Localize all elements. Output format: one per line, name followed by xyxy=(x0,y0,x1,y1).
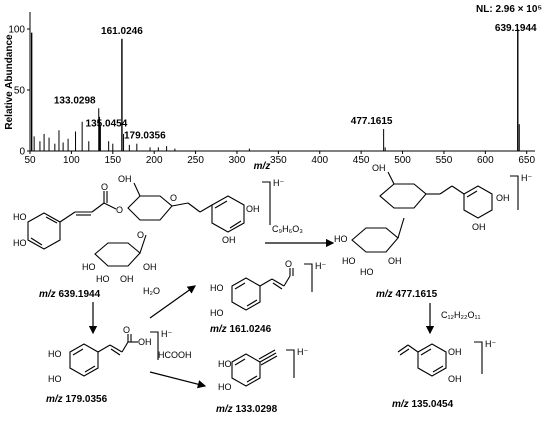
peak-label: 179.0356 xyxy=(124,131,166,142)
loss-h2o: H₂O xyxy=(143,286,160,296)
structure-477: OH OH OH HO HO HO OH H⁻ xyxy=(334,163,532,277)
atom-ho: HO xyxy=(13,238,27,248)
mz-label-639: m/z 639.1944 xyxy=(39,289,101,300)
atom-oh: OH xyxy=(246,204,260,214)
loss-hcooh: HCOOH xyxy=(158,350,192,360)
atom-ho: HO xyxy=(210,308,224,318)
structure-135: OH OH H⁻ xyxy=(397,339,496,384)
atom-oh: OH xyxy=(120,274,134,284)
atom-ho: HO xyxy=(342,256,356,266)
x-tick-label: 600 xyxy=(477,155,494,166)
peak-labels: 161.0246 133.0298 135.0454 179.0356 477.1615… xyxy=(54,23,537,142)
structure-179: O OH HO HO H⁻ xyxy=(48,325,172,384)
peak-label: 161.0246 xyxy=(101,26,143,37)
peak-label: 133.0298 xyxy=(54,95,96,106)
x-tick-label: 650 xyxy=(518,155,535,166)
ion-mark: H⁻ xyxy=(485,339,496,349)
x-tick-label: 400 xyxy=(311,155,328,166)
y-tick-label: 100 xyxy=(8,25,25,36)
x-axis-ticks: 50 100 150 200 250 300 350 400 450 500 550 600 650 xyxy=(24,151,536,166)
atom-ho: HO xyxy=(48,374,62,384)
atom-ho: HO xyxy=(218,382,232,392)
mz-label-133: m/z 133.0298 xyxy=(216,404,278,415)
atom-oh: OH xyxy=(388,256,402,266)
atom-oh: OH xyxy=(138,337,152,347)
x-axis-label: m/z xyxy=(254,161,271,172)
mz-label-179: m/z 179.0356 xyxy=(46,394,108,405)
ion-mark: H⁻ xyxy=(297,347,308,357)
atom-oh: OH xyxy=(448,374,462,384)
atom-oh: OH xyxy=(118,174,132,184)
loss-c12h22o11: C₁₂H₂₂O₁₁ xyxy=(441,310,481,320)
atom-oh: OH xyxy=(222,235,236,245)
atom-oh: OH xyxy=(143,262,157,272)
structure-161: O HO HO H⁻ xyxy=(210,259,326,318)
atom-ho: HO xyxy=(96,274,110,284)
nl-label: NL: 2.96 × 10⁵ xyxy=(476,4,542,15)
x-tick-label: 250 xyxy=(187,155,204,166)
structure-133: HO HO H⁻ xyxy=(218,347,308,392)
x-tick-label: 500 xyxy=(394,155,411,166)
x-tick-label: 150 xyxy=(104,155,121,166)
atom-oh: OH xyxy=(372,163,386,173)
loss-c9h6o3: C₉H₆O₃ xyxy=(272,224,303,234)
atom-ho: HO xyxy=(360,267,374,277)
x-tick-label: 350 xyxy=(270,155,287,166)
y-axis-label: Relative Abundance xyxy=(4,34,15,130)
atom-oh: OH xyxy=(448,347,462,357)
arrow-to-133 xyxy=(149,371,207,389)
atom-ho: HO xyxy=(334,234,348,244)
atom-o: O xyxy=(137,230,144,240)
x-tick-label: 100 xyxy=(63,155,80,166)
ion-mark: H⁻ xyxy=(273,178,284,188)
atom-o: O xyxy=(123,325,130,335)
atom-ho: HO xyxy=(13,212,27,222)
mz-label-477: m/z 477.1615 xyxy=(376,289,438,300)
structure-parent: HO HO O O OH O OH OH O HO HO OH OH xyxy=(13,174,284,284)
x-tick-label: 300 xyxy=(229,155,246,166)
ion-mark: H⁻ xyxy=(521,173,532,183)
atom-ho: HO xyxy=(210,283,224,293)
peak-label: 639.1944 xyxy=(495,23,537,34)
fragmentation-scheme: HO HO O O OH O OH OH O HO HO OH OH xyxy=(13,163,532,415)
atom-oh: OH xyxy=(472,222,486,232)
ion-mark: H⁻ xyxy=(315,261,326,271)
peak-label: 135.0454 xyxy=(86,118,128,129)
atom-o: O xyxy=(116,205,123,215)
atom-ho: HO xyxy=(48,349,62,359)
atom-o: O xyxy=(170,193,177,203)
atom-ho: HO xyxy=(82,262,96,272)
mz-label-135: m/z 135.0454 xyxy=(392,399,454,410)
mz-label-161: m/z 161.0246 xyxy=(210,324,272,335)
peak-label: 477.1615 xyxy=(351,116,393,127)
y-tick-label: 50 xyxy=(14,86,26,97)
y-axis-ticks: 0 50 100 xyxy=(8,25,30,158)
x-tick-label: 550 xyxy=(436,155,453,166)
y-tick-label: 0 xyxy=(19,147,25,158)
atom-ho: HO xyxy=(218,359,232,369)
x-tick-label: 50 xyxy=(24,155,36,166)
x-tick-label: 450 xyxy=(353,155,370,166)
atom-o: O xyxy=(101,182,108,192)
ion-mark: H⁻ xyxy=(161,329,172,339)
x-tick-label: 200 xyxy=(146,155,163,166)
atom-oh: OH xyxy=(496,193,510,203)
peak-series xyxy=(30,29,520,151)
arrow-to-161 xyxy=(149,285,196,319)
atom-o: O xyxy=(285,259,292,269)
